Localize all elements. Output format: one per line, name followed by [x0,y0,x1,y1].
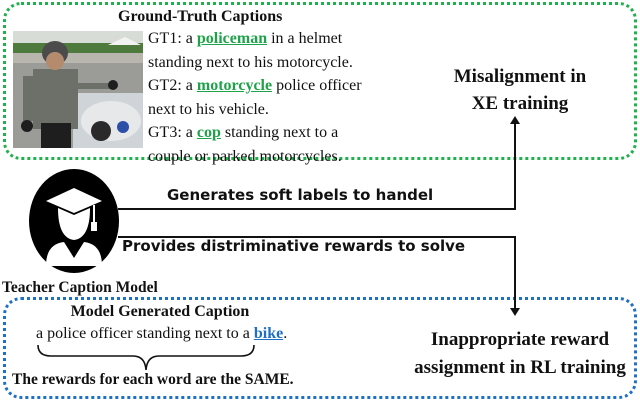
generates-arrow-horizontal [118,208,516,210]
misalignment-label: Misalignment in XE training [453,66,587,114]
same-rewards-note: The rewards for each word are the SAME. [12,371,294,388]
xe-training-box [3,2,637,160]
teacher-caption-model-label: Teacher Caption Model [2,279,158,296]
generates-arrow-vertical [514,122,516,210]
provides-arrow-vertical [514,236,516,310]
model-caption-text: a police officer standing next to a bike… [36,325,288,342]
inappropriate-reward-label: Inappropriate reward assignment in RL tr… [414,329,626,378]
model-caption-title: Model Generated Caption [70,303,250,320]
keyword-policeman: policeman [196,30,268,47]
generates-soft-labels-text: Generates soft labels to handel [167,186,434,204]
arrow-up-head [510,116,520,124]
provides-rewards-text: Provides distriminative rewards to solve [122,237,466,255]
keyword-bike: bike [253,325,284,342]
arrow-down-head [510,308,520,316]
police-motorcycle-photo [13,31,143,148]
gt-caption-2: GT2: a motorcycle police officer next to… [148,77,362,118]
graduate-user-icon [28,168,120,274]
provides-arrow-horizontal [118,236,516,238]
keyword-cop: cop [196,124,221,141]
keyword-motorcycle: motorcycle [196,77,273,94]
gt-caption-3: GT3: a cop standing next to a couple or … [148,124,342,165]
ground-truth-title: Ground-Truth Captions [118,8,283,25]
gt-caption-1: GT1: a policeman in a helmet standing ne… [148,30,353,71]
ground-truth-captions: GT1: a policeman in a helmet standing ne… [148,27,378,168]
curly-brace-icon [37,344,255,372]
rl-training-box [3,297,637,399]
